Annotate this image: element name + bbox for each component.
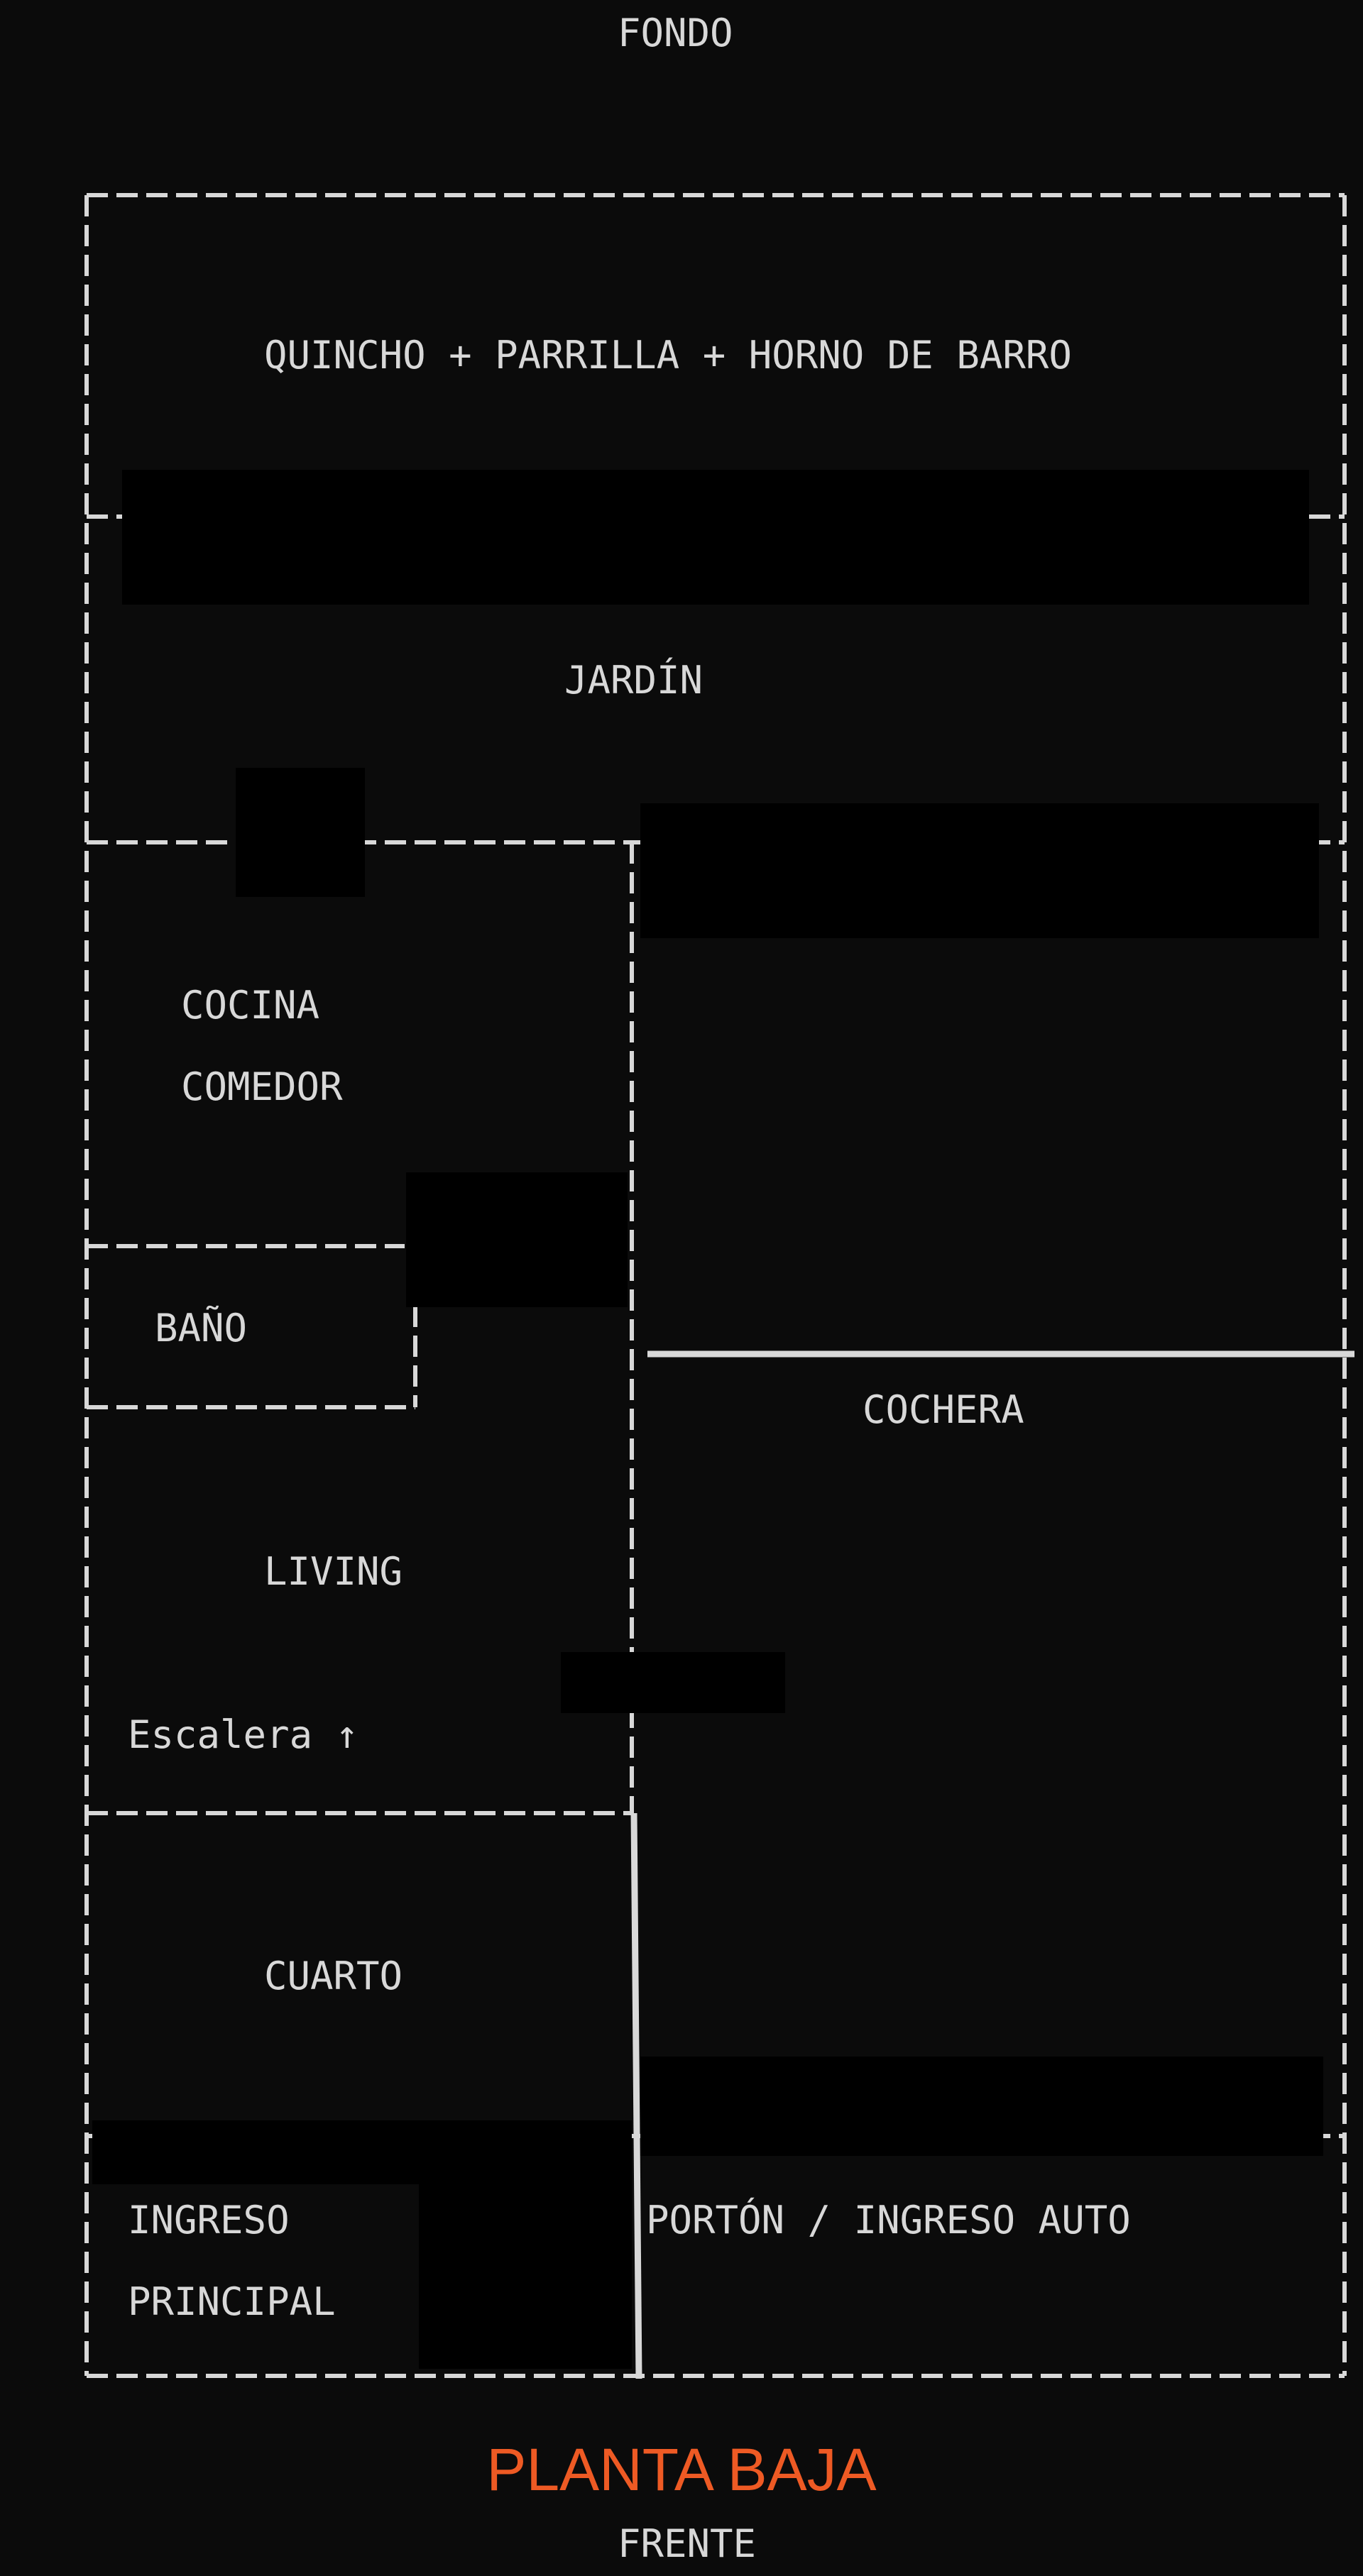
room-label-living: LIVING [264, 1549, 403, 1594]
redaction-block [406, 1172, 628, 1307]
stair-label: Escalera ↑ [128, 1712, 359, 1757]
room-label-comedor: COMEDOR [181, 1064, 343, 1109]
room-label-cocina: COCINA [181, 983, 320, 1028]
redaction-block [640, 803, 1319, 938]
plan-title: PLANTA BAJA [486, 2436, 877, 2503]
room-label-quincho: QUINCHO + PARRILLA + HORNO DE BARRO [264, 333, 1072, 378]
room-label-cochera: COCHERA [863, 1387, 1024, 1432]
room-label-ingreso: INGRESO [128, 2198, 290, 2242]
redaction-block [561, 1652, 785, 1713]
room-label-principal: PRINCIPAL [128, 2279, 336, 2324]
room-label-bano: BAÑO [155, 1306, 248, 1350]
redaction-block [122, 470, 1309, 605]
redaction-block [640, 2057, 1323, 2156]
room-label-jardin: JARDÍN [564, 658, 704, 703]
redaction-block [236, 768, 365, 897]
redaction-block [419, 2177, 632, 2369]
redaction-block [92, 2120, 632, 2184]
top-label: FONDO [618, 11, 733, 55]
bottom-label: FRENTE [618, 2521, 757, 2566]
cuarto-front-wall [630, 1812, 642, 2379]
room-label-porton: PORTÓN / INGRESO AUTO [646, 2198, 1131, 2242]
room-label-cuarto: CUARTO [264, 1954, 403, 1998]
